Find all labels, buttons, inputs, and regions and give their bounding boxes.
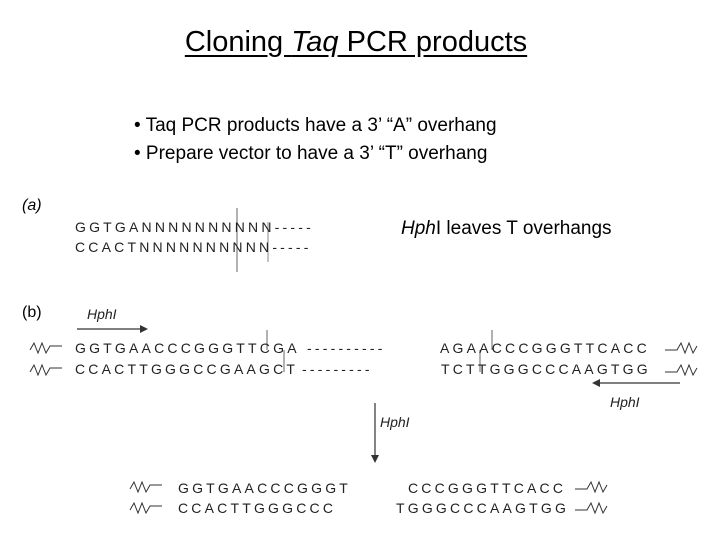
hphi-note: HphI leaves T overhangs — [401, 218, 612, 240]
panel-b-label: (b) — [22, 304, 42, 321]
squiggle — [665, 341, 698, 355]
title-suffix: PCR products — [338, 26, 528, 58]
product1-bottom: CCACTTGGGCCC — [178, 500, 337, 516]
enzyme-label-left: HphI — [87, 306, 117, 322]
bullet-item: • Taq PCR products have a 3’ “A” overhan… — [134, 115, 497, 136]
squiggle — [29, 363, 62, 377]
slide-title: Cloning Taq PCR products — [0, 26, 712, 59]
bullet-list: • Taq PCR products have a 3’ “A” overhan… — [134, 112, 497, 168]
squiggle — [29, 341, 62, 355]
panel-b-bottom-left: CCACTTGGGCCGAAGCT — [75, 361, 299, 377]
panel-b-bottom-right: TCTTGGGCCCAAGTGG — [441, 361, 651, 377]
squiggle-group — [29, 341, 698, 515]
arrow-right-head — [592, 379, 600, 387]
panel-a-label: (a) — [22, 197, 42, 214]
panel-a-top-strand: GGTGANNNNNNNNNN----- — [75, 219, 314, 235]
squiggle — [575, 480, 608, 494]
bullet-item: • Prepare vector to have a 3’ “T” overha… — [134, 143, 488, 164]
squiggle — [575, 501, 608, 515]
panel-a-bottom-strand: CCACTNNNNNNNNNN----- — [75, 239, 312, 255]
note-italic: Hph — [401, 218, 436, 239]
enzyme-label-middle: HphI — [380, 414, 410, 430]
panel-b-bottom-dashes: --------- — [302, 361, 373, 377]
product1-top: GGTGAACCCGGGT — [178, 480, 352, 496]
panel-b-top-dashes: ---------- — [307, 340, 386, 356]
arrow-left-head — [140, 325, 148, 333]
down-arrow-head — [371, 455, 379, 463]
squiggle — [129, 480, 162, 494]
note-text: I leaves T overhangs — [435, 218, 612, 239]
title-italic: Taq — [291, 26, 339, 58]
squiggle — [129, 501, 162, 515]
squiggle — [665, 363, 698, 377]
panel-b-top-right: AGAACCCGGGTTCACC — [440, 340, 650, 356]
product2-top: CCCGGGTTCACC — [408, 480, 567, 496]
panel-b-top-left: GGTGAACCCGGGTTCGA — [75, 340, 300, 356]
product2-bottom: TGGGCCCAAGTGG — [396, 500, 570, 516]
title-prefix: Cloning — [184, 26, 292, 58]
enzyme-label-right: HphI — [610, 394, 640, 410]
